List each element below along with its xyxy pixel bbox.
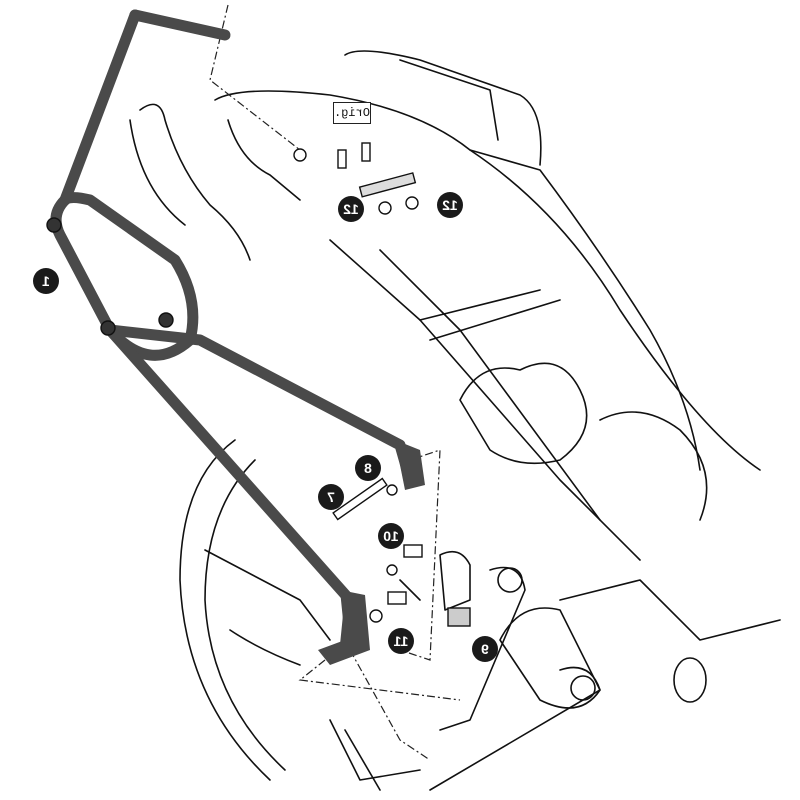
original-part-note: Orig. bbox=[333, 102, 371, 124]
motorcycle-outline bbox=[129, 50, 781, 791]
callout-8: 8 bbox=[355, 455, 381, 481]
callout-9: 9 bbox=[472, 636, 498, 662]
callout-12-right: 12 bbox=[437, 192, 463, 218]
callout-7: 7 bbox=[318, 484, 344, 510]
callout-11: 11 bbox=[388, 628, 414, 654]
frame-brackets bbox=[318, 440, 425, 665]
callout-12-left: 12 bbox=[338, 196, 364, 222]
callout-1: 1 bbox=[33, 268, 59, 294]
callout-10: 10 bbox=[378, 523, 404, 549]
hardware-parts bbox=[46, 142, 471, 627]
